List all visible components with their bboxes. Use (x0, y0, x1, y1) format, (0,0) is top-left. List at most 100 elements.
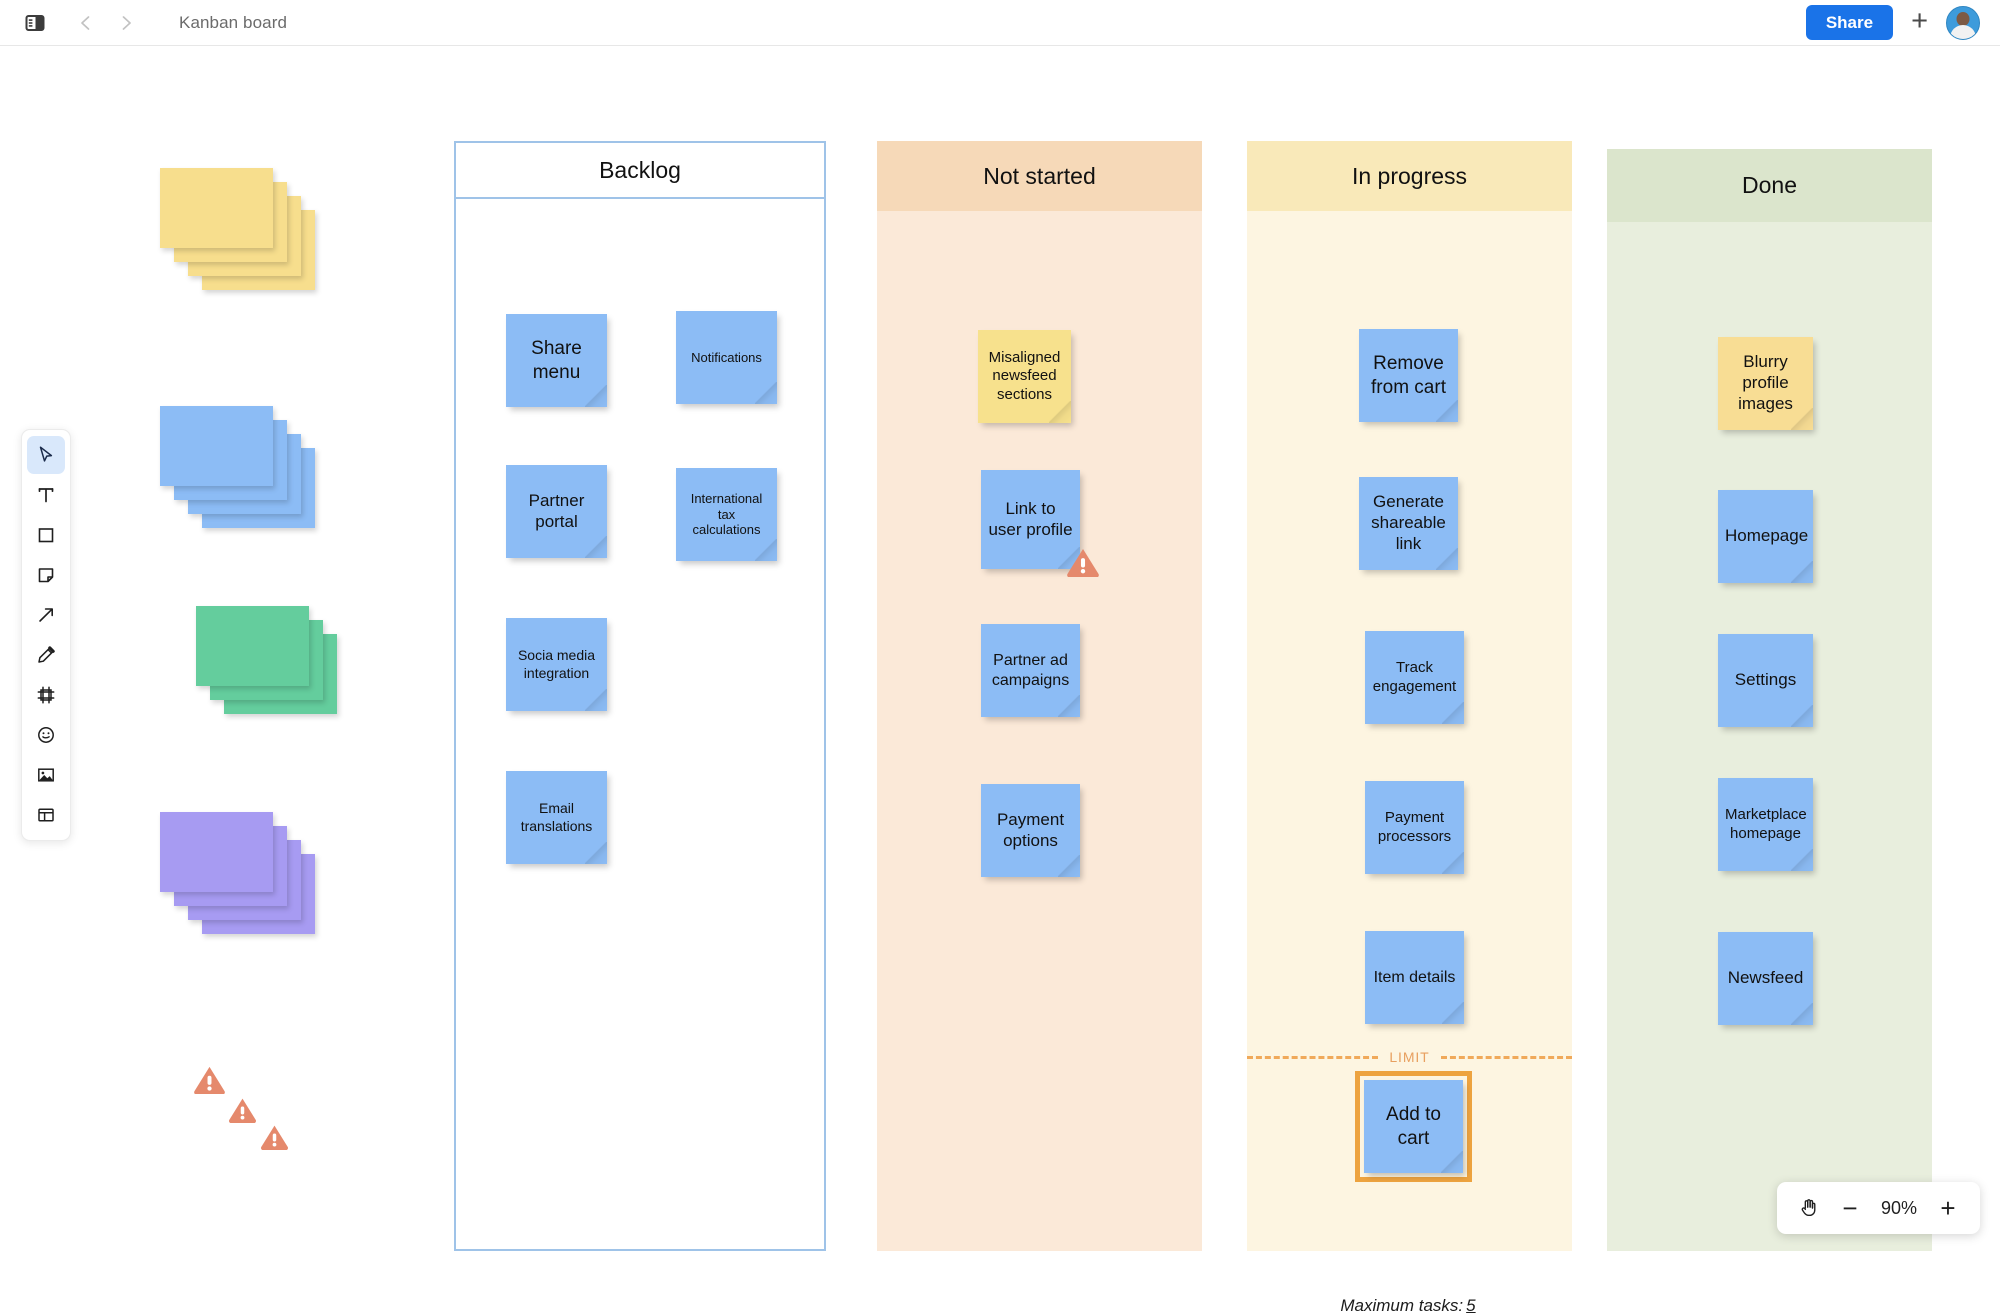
shape-tool[interactable] (27, 516, 65, 554)
sticky-note[interactable]: Generate shareable link (1359, 477, 1458, 570)
pen-icon (36, 645, 56, 665)
frame-tool[interactable] (27, 676, 65, 714)
sticky-note-fold (585, 536, 607, 558)
column-header-backlog[interactable]: Backlog (454, 141, 826, 199)
top-bar: Kanban board Share + (0, 0, 2000, 46)
zoom-in-button[interactable]: + (1930, 1190, 1966, 1226)
sticky-note[interactable]: Settings (1718, 634, 1813, 727)
sticky-note[interactable]: Misaligned newsfeed sections (978, 330, 1071, 423)
sticky-note-label: Partner portal (528, 490, 585, 531)
sticky-sheet (196, 606, 309, 686)
sticky-note[interactable]: Notifications (676, 311, 777, 404)
note-warning-icon[interactable] (1066, 547, 1100, 583)
sticky-sheet (160, 168, 273, 248)
warning-icon-1[interactable] (193, 1065, 226, 1099)
sticky-note-background (676, 311, 777, 404)
zoom-out-button[interactable]: − (1832, 1190, 1868, 1226)
pan-hand-icon[interactable] (1791, 1190, 1827, 1226)
wip-limit-divider: LIMIT (1247, 1049, 1572, 1065)
sticky-stack-yellow[interactable] (160, 168, 315, 290)
zoom-out-label: − (1842, 1193, 1858, 1223)
sticky-note[interactable]: Item details (1365, 931, 1464, 1024)
sticky-note-fold (1436, 548, 1458, 570)
sticky-note[interactable]: Partner portal (506, 465, 607, 558)
sticky-note-label: International tax calculations (690, 490, 763, 538)
sticky-note[interactable]: Email translations (506, 771, 607, 864)
user-avatar[interactable] (1946, 5, 1980, 40)
sticky-note[interactable]: Payment processors (1365, 781, 1464, 874)
sticky-stack-blue[interactable] (160, 406, 315, 528)
arrow-icon (36, 605, 56, 625)
image-tool[interactable] (27, 756, 65, 794)
pen-tool[interactable] (27, 636, 65, 674)
sticky-note-background (981, 784, 1080, 877)
sticky-note[interactable]: Partner ad campaigns (981, 624, 1080, 717)
sticky-note-label: Remove from cart (1371, 353, 1446, 398)
sticky-note-fold (585, 689, 607, 711)
sticky-note[interactable]: Socia media integration (506, 618, 607, 711)
sticky-note-background (1365, 781, 1464, 874)
sticky-note-label: Notifications (691, 349, 762, 365)
add-button[interactable]: + (1911, 4, 1928, 37)
sticky-note-fold (1436, 400, 1458, 422)
warning-icon-2[interactable] (228, 1097, 257, 1128)
template-tool[interactable] (27, 796, 65, 834)
sticky-note-label: Misaligned newsfeed sections (988, 349, 1061, 403)
text-icon (36, 485, 56, 505)
sticky-note-label: Payment options (996, 809, 1065, 850)
sticky-note[interactable]: Remove from cart (1359, 329, 1458, 422)
column-header-in-progress[interactable]: In progress (1247, 141, 1572, 211)
sticky-note-fold (585, 385, 607, 407)
sticky-note-fold (1442, 1002, 1464, 1024)
sticky-note-label: Link to user profile (988, 498, 1073, 539)
sticky-note[interactable]: Marketplace homepage (1718, 778, 1813, 871)
text-tool[interactable] (27, 476, 65, 514)
sticky-note-background (1359, 477, 1458, 570)
sticky-note-fold (1791, 705, 1813, 727)
board-title[interactable]: Kanban board (179, 12, 288, 32)
sticky-stack-green[interactable] (196, 606, 337, 714)
column-header-not-started[interactable]: Not started (877, 141, 1202, 211)
chevron-left-icon[interactable] (69, 6, 103, 40)
sticky-note[interactable]: Link to user profile (981, 470, 1099, 579)
sticky-note-label: Add to cart (1386, 1104, 1441, 1149)
sticky-note-fold (1441, 1151, 1463, 1173)
sticky-note-label: Generate shareable link (1371, 492, 1446, 553)
sticky-note-tool[interactable] (27, 556, 65, 594)
sticky-note-fold (1442, 702, 1464, 724)
zoom-level-label[interactable]: 90% (1880, 1197, 1918, 1218)
sticky-note[interactable]: Homepage (1718, 490, 1813, 583)
sticky-note[interactable]: Payment options (981, 784, 1080, 877)
tool-palette (21, 429, 71, 841)
sticky-stack-purple[interactable] (160, 812, 315, 934)
sticky-note-label: Payment processors (1377, 809, 1452, 845)
select-tool[interactable] (27, 436, 65, 474)
maximum-tasks-note[interactable]: Maximum tasks:5 (1247, 1296, 1572, 1316)
sticky-sheet (160, 812, 273, 892)
sidebar-panel-icon[interactable] (18, 6, 52, 40)
sticky-note[interactable]: Share menu (506, 314, 607, 407)
sticky-note[interactable]: Track engagement (1365, 631, 1464, 724)
sticky-note[interactable]: Newsfeed (1718, 932, 1813, 1025)
warning-icon-3[interactable] (260, 1124, 289, 1155)
limit-dash-left (1247, 1055, 1379, 1059)
connector-tool[interactable] (27, 596, 65, 634)
sticky-note[interactable]: International tax calculations (676, 468, 777, 561)
sticky-note[interactable]: Add to cart (1355, 1071, 1472, 1182)
chevron-right-icon[interactable] (109, 6, 143, 40)
column-header-done[interactable]: Done (1607, 149, 1932, 222)
emoji-tool[interactable] (27, 716, 65, 754)
sticky-note-label: Newsfeed (1727, 968, 1804, 988)
sticky-note[interactable]: Blurry profile images (1718, 337, 1813, 430)
share-button[interactable]: Share (1805, 5, 1894, 40)
top-bar-actions: Share + (1805, 4, 1980, 40)
